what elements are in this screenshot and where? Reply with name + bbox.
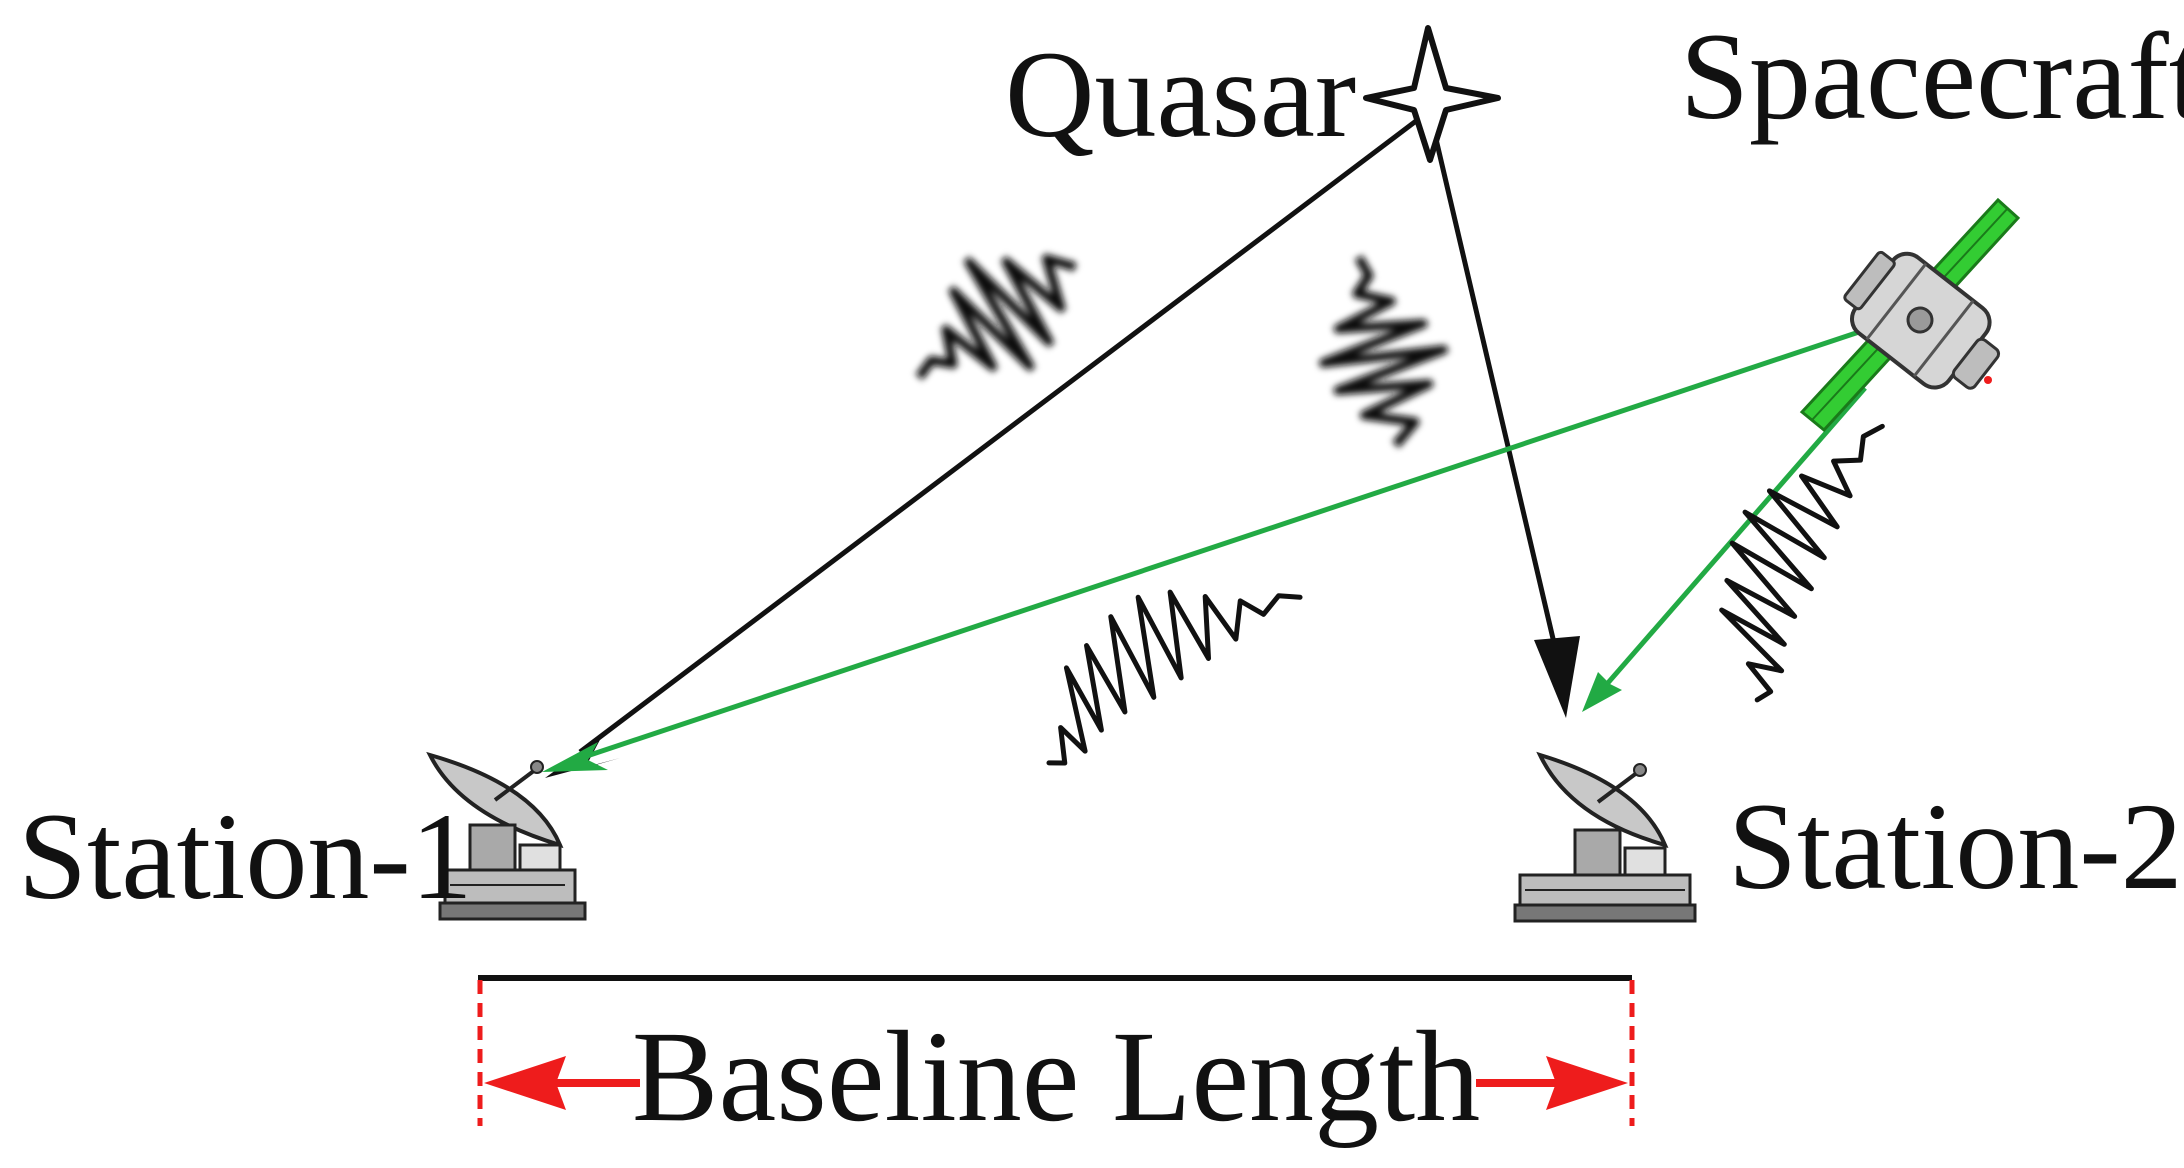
quasar-signal-paths <box>545 116 1580 778</box>
baseline-marker <box>477 975 1635 1126</box>
baseline-left-arrow-icon <box>484 1056 566 1110</box>
quasar-star-icon <box>1363 25 1501 163</box>
waveform-spacecraft-right <box>1719 423 1885 703</box>
waveform-spacecraft-left <box>1046 589 1303 766</box>
baseline-length-label: Baseline Length <box>632 1005 1480 1149</box>
station1-label: Station-1 <box>18 788 473 925</box>
spacecraft-label: Spacecraft <box>1680 8 2184 145</box>
spacecraft-satellite-icon <box>1799 197 2021 433</box>
baseline-right-arrow-icon <box>1546 1056 1628 1110</box>
quasar-to-station2-line <box>1429 121 1561 661</box>
spacecraft-to-station2-line <box>1598 386 1867 694</box>
waveform-quasar-left <box>915 254 1077 380</box>
quasar-label: Quasar <box>1005 26 1356 163</box>
station2-dish-icon <box>1513 751 1697 923</box>
quasar-to-station2-arrowhead <box>1534 636 1580 718</box>
spacecraft-signal-paths <box>542 317 1896 772</box>
spacecraft-to-station1-line <box>574 317 1896 763</box>
station2-label: Station-2 <box>1728 778 2183 915</box>
quasar-to-station1-line <box>578 116 1422 754</box>
spacecraft-to-station1-arrowhead <box>542 742 608 772</box>
spacecraft-to-station2-arrowhead <box>1582 672 1622 712</box>
station1-dish-icon <box>426 751 587 921</box>
waveform-quasar-right <box>1318 255 1449 448</box>
